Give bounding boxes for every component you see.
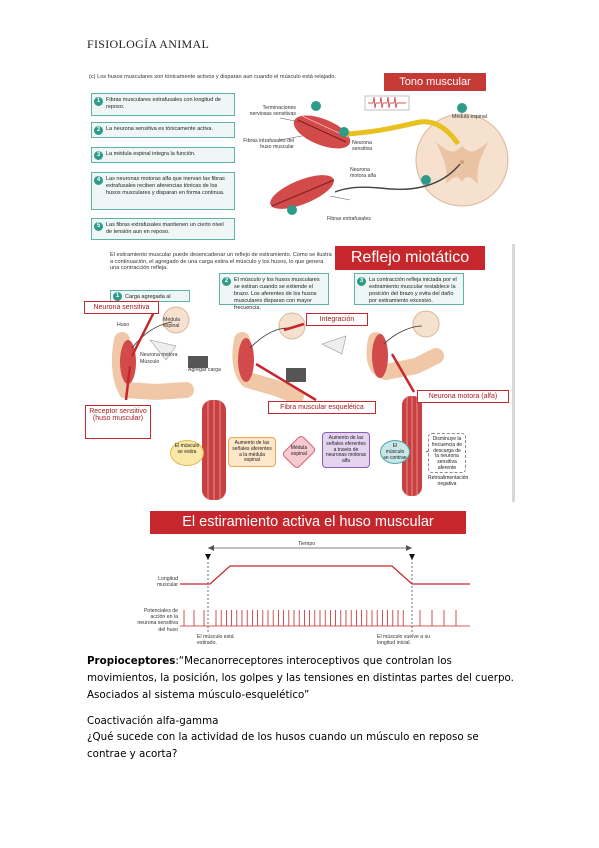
- reflejo-illustration: [111, 306, 444, 500]
- step-text: Fibras musculares extrafusales con longi…: [106, 97, 221, 110]
- callout-neurona-sensitiva: Neurona sensitiva: [84, 301, 159, 314]
- label-neurona-sensitiva: Neurona sensitiva: [352, 140, 373, 153]
- start-marker-arrow-icon: [205, 554, 211, 560]
- stretch-trace-plot: [180, 545, 470, 632]
- banner-tono-muscular: Tono muscular: [384, 73, 486, 91]
- label-huso: Huso: [117, 322, 130, 328]
- step-number: 3: [357, 277, 366, 286]
- flow-eferentes: Aumento de las señales eferentes a travé…: [322, 432, 370, 468]
- callout-motora: Neurona motora (alfa): [417, 390, 509, 403]
- label-terminaciones: Terminaciones nerviosas sensitivas: [249, 105, 296, 118]
- step-text: El músculo y los husos musculares se est…: [234, 277, 320, 311]
- step-text: La contracción refleja iniciada por el e…: [369, 277, 457, 304]
- step-1: 1 Fibras musculares extrafusales con lon…: [91, 93, 235, 116]
- reflejo-step-2: 2 El músculo y los husos musculares se e…: [219, 273, 329, 311]
- step-2: 2 La neurona sensitiva es tónicamente ac…: [91, 122, 235, 138]
- label-estirado: El músculo está estirado.: [197, 634, 234, 647]
- flow-musculo-contrae: El músculo se contrae: [380, 440, 410, 464]
- flow-retro: Retroalimentación negativa: [428, 475, 469, 487]
- step-text: La médula espinal integra la función.: [106, 151, 196, 157]
- step-number: 1: [113, 292, 122, 301]
- question-paragraph: ¿Qué sucede con la actividad de los huso…: [87, 731, 479, 760]
- time-arrow-right-icon: [406, 545, 412, 551]
- step-text: Las neuronas motoras alfa que inervan la…: [106, 176, 225, 196]
- muscle-fiber-right-icon: [402, 396, 422, 496]
- label-musculo: Músculo: [140, 359, 160, 365]
- label-medula: Médula espinal: [452, 114, 487, 120]
- label-neurona-motora-mid: Neurona motora: [140, 352, 178, 358]
- step-number: 4: [94, 176, 103, 185]
- label-potenciales: Potenciales de acción en la neurona sens…: [137, 608, 178, 633]
- arm-2-icon: [232, 312, 306, 404]
- definition-term: Propioceptores: [87, 655, 176, 667]
- step-5: 5 Las fibras extrafusales mantienen un c…: [91, 218, 235, 240]
- banner-reflejo-miotatico: Reflejo miotático: [335, 246, 485, 270]
- flow-disminuye: Disminuye la frecuencia de descarga de l…: [428, 433, 466, 473]
- definition-paragraph: Propioceptores:“Mecanorreceptores intero…: [87, 653, 519, 704]
- reflejo-step-3: 3 La contracción refleja iniciada por el…: [354, 273, 464, 305]
- time-arrow-left-icon: [208, 545, 214, 551]
- label-intrafusales: Fibras intrafusales del huso muscular: [243, 138, 294, 151]
- callout-receptor: Receptor sensitivo (huso muscular): [85, 405, 151, 439]
- label-neurona-motora: Neurona motora alfa: [350, 167, 376, 180]
- tono-muscular-illustration: [270, 95, 509, 215]
- figure-divider: [512, 244, 515, 502]
- step-3: 3 La médula espinal integra la función.: [91, 147, 235, 163]
- step-text: La neurona sensitiva es tónicamente acti…: [106, 126, 214, 132]
- step-text: Las fibras extrafusales mantienen un cie…: [106, 222, 224, 235]
- flow-medula-label: Médula espinal: [290, 445, 308, 457]
- callout-integracion: Integración: [306, 313, 368, 326]
- label-tiempo: Tiempo: [298, 541, 316, 547]
- figure-top-caption: (c) Los husos musculares son tónicamente…: [89, 74, 336, 80]
- spinal-cord-icon: [415, 113, 509, 207]
- callout-fibra: Fibra muscular esquelética: [268, 401, 376, 414]
- muscle-fiber-left-icon: [202, 400, 226, 500]
- step-number: 1: [94, 97, 103, 106]
- label-medula-mid: Médula espinal: [163, 317, 181, 330]
- step-number: 5: [94, 222, 103, 231]
- label-agregar-carga: Agregar carga: [188, 367, 221, 373]
- label-extrafusales: Fibras extrafusales: [327, 216, 371, 222]
- label-longitud: Longitud muscular: [156, 576, 178, 589]
- flow-aferentes: Aumento de las señales aferentes a la mé…: [228, 437, 276, 467]
- arm-3-icon: [366, 310, 444, 381]
- reflejo-intro: El estiramiento muscular puede desencade…: [110, 252, 332, 272]
- coactivation-title: Coactivación alfa-gamma: [87, 715, 219, 727]
- step-4: 4 Las neuronas motoras alfa que inervan …: [91, 172, 235, 210]
- flow-musculo-estira: El músculo se estira: [170, 440, 204, 466]
- label-vuelve: El músculo vuelve a su longitud inicial.: [377, 634, 431, 647]
- muscle-length-trace: [180, 565, 470, 585]
- step-number: 3: [94, 151, 103, 160]
- muscle-lower-icon: [270, 175, 335, 209]
- page-header: FISIOLOGÍA ANIMAL: [87, 37, 210, 51]
- end-marker-arrow-icon: [409, 554, 415, 560]
- step-number: 2: [94, 126, 103, 135]
- banner-estiramiento: El estiramiento activa el huso muscular: [150, 511, 466, 534]
- definition-body: :“Mecanorreceptores interoceptivos que c…: [87, 655, 514, 701]
- step-number: 2: [222, 277, 231, 286]
